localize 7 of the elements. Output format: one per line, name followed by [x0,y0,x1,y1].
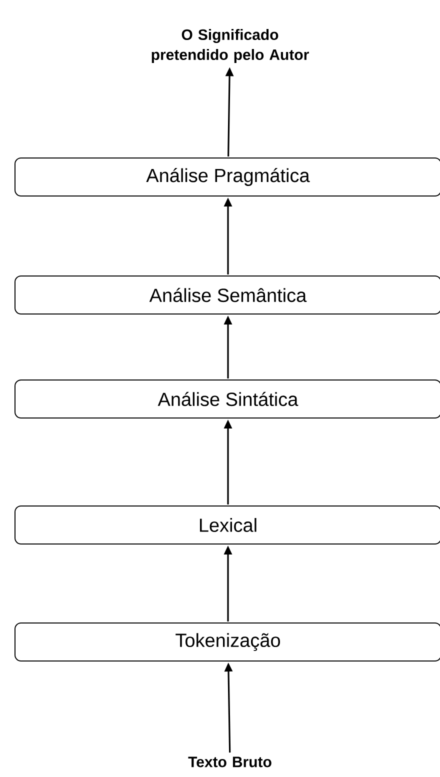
process-box: Análise Pragmática [14,158,440,196]
text-label: Texto Bruto [188,756,272,768]
process-box: Análise Semântica [14,276,440,314]
process-box: Lexical [14,506,440,544]
process-box: Análise Sintática [14,380,440,418]
process-box: Tokenização [14,622,440,662]
text-label: O Significado pretendido pelo Autor [152,29,309,63]
